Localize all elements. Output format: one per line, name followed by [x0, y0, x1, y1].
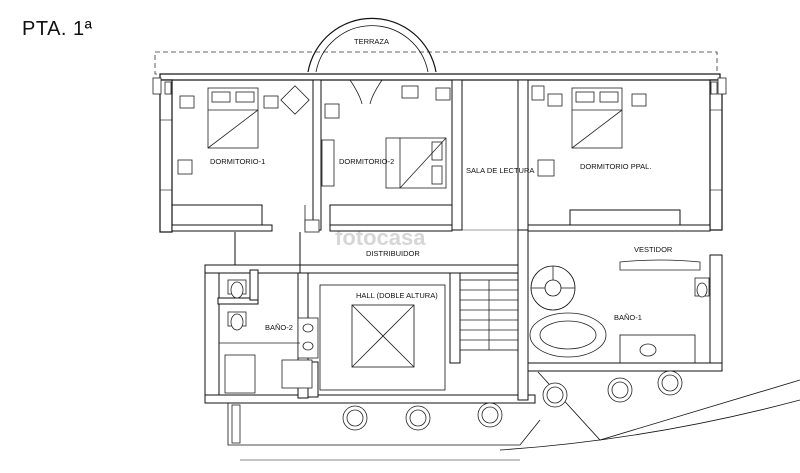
label-bano-1: BAÑO-1 — [614, 313, 642, 322]
bathroom-2-fixtures — [219, 279, 319, 394]
master-bathroom-fixtures — [527, 254, 723, 372]
bedroom-2-furniture — [321, 79, 451, 189]
label-dormitorio-ppal: DORMITORIO PPAL. — [580, 162, 651, 171]
label-dormitorio-2: DORMITORIO-2 — [339, 157, 394, 166]
label-terraza: TERRAZA — [354, 37, 389, 46]
hall-void — [319, 284, 446, 391]
staircase — [459, 279, 519, 351]
label-sala-de-lectura: SALA DE LECTURA — [466, 166, 534, 175]
reading-room — [461, 79, 519, 231]
label-vestidor: VESTIDOR — [634, 245, 673, 254]
bedroom-1-furniture — [177, 85, 310, 175]
label-dormitorio-1: DORMITORIO-1 — [210, 157, 265, 166]
label-hall: HALL (DOBLE ALTURA) — [356, 291, 438, 300]
master-bedroom-furniture — [531, 85, 647, 177]
lower-terrace — [227, 370, 800, 461]
upper-wing-walls — [152, 73, 727, 233]
terrace-outline — [154, 17, 718, 75]
floor-title: PTA. 1ª — [22, 18, 93, 40]
label-bano-2: BAÑO-2 — [265, 323, 293, 332]
label-distribuidor: DISTRIBUIDOR — [366, 249, 420, 258]
